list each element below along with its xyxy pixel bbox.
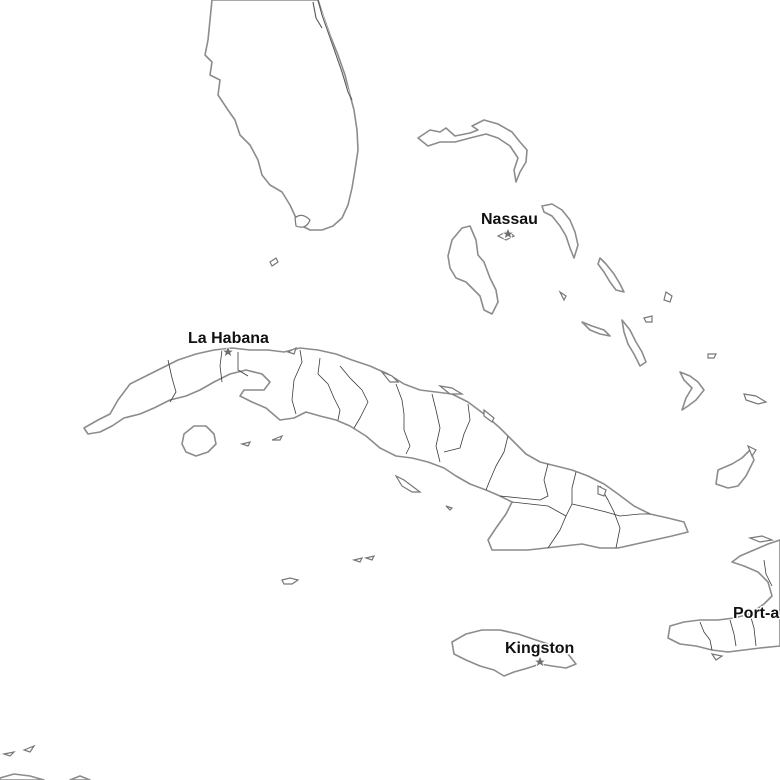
distant-islets bbox=[0, 744, 91, 780]
jamaica-landmass bbox=[451, 629, 577, 677]
nassau-capital-star-icon bbox=[500, 226, 516, 240]
city-label-nassau: Nassau bbox=[481, 211, 538, 228]
city-label-kingston: Kingston bbox=[505, 640, 574, 657]
bahamas-islands bbox=[417, 119, 768, 489]
florida-landmass bbox=[204, 0, 359, 267]
kingston-capital-star-icon bbox=[532, 654, 548, 668]
city-label-la-habana: La Habana bbox=[188, 330, 269, 347]
cuba-landmass bbox=[83, 346, 689, 585]
hispaniola-landmass bbox=[667, 535, 780, 661]
la-habana-capital-star-icon bbox=[220, 344, 236, 358]
city-label-port-au-prince: Port-a bbox=[733, 605, 779, 622]
